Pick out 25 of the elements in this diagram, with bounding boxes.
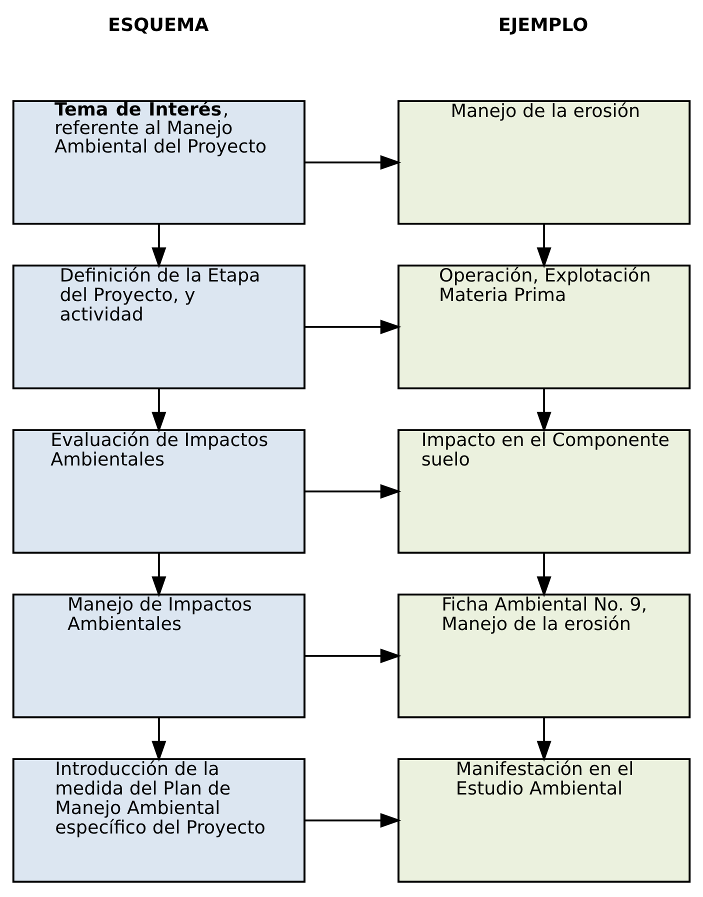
arrow [304, 812, 402, 828]
arrow [304, 319, 402, 334]
arrow [304, 154, 402, 170]
arrow [536, 388, 552, 432]
arrow [536, 224, 552, 268]
arrow [152, 552, 166, 597]
arrow [536, 552, 552, 597]
node-box: Manejo de la erosión [398, 100, 691, 224]
node-box: Introducción de la medida del Plan de Manejo Ambiental específico del Proyecto [12, 758, 306, 882]
arrow [152, 388, 166, 432]
arrow [536, 717, 552, 762]
node-box: Ficha Ambiental No. 9, Manejo de la erosión [398, 593, 691, 718]
node-box: Manifestación en el Estudio Ambiental [398, 758, 691, 882]
node-box: Definición de la Etapa del Proyecto, y actividad [12, 264, 306, 389]
node-box: Manejo de Impactos Ambientales [12, 593, 306, 718]
label: EJEMPLO [498, 14, 588, 36]
arrow [152, 224, 166, 268]
node-box: Tema de Interés, referente al Manejo Ambiental del Proyecto [12, 100, 306, 224]
node-box: Impacto en el Componente suelo [398, 428, 691, 554]
arrow [304, 484, 402, 498]
label: ESQUEMA [108, 14, 209, 36]
arrow [304, 648, 402, 663]
node-box: Evaluación de Impactos Ambientales [12, 428, 306, 554]
node-box: Operación, Explotación Materia Prima [398, 264, 691, 389]
arrow [152, 717, 166, 762]
